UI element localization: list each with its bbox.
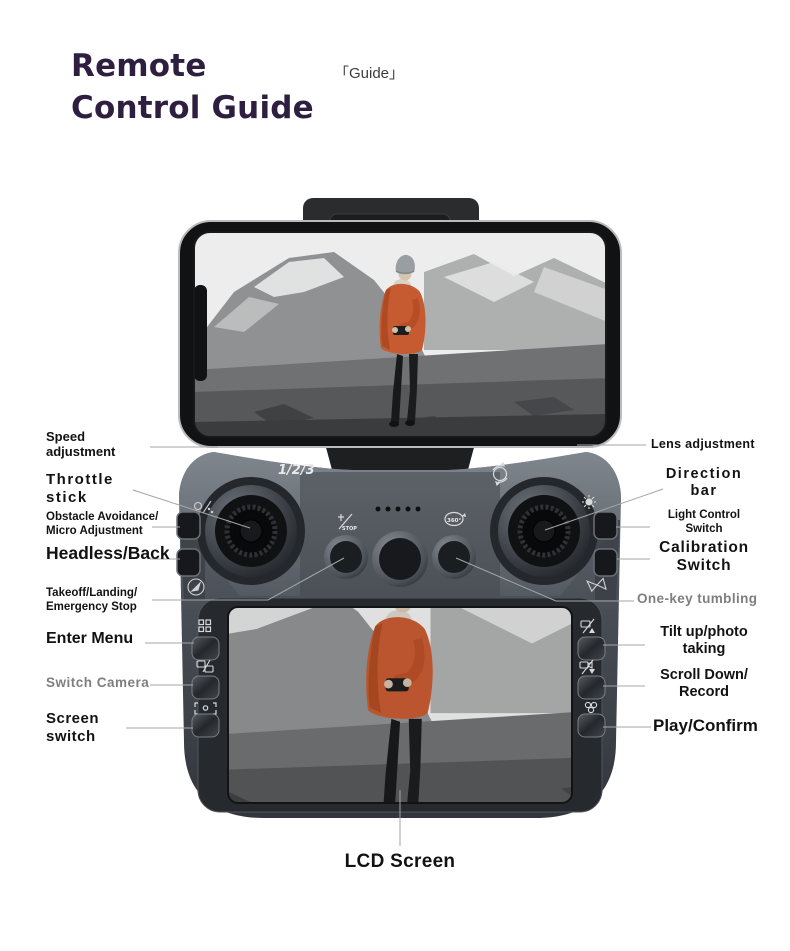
lcd-screen [228, 607, 572, 803]
label-takeoff-landing: Takeoff/Landing/ Emergency Stop [46, 587, 138, 613]
phone-mockup [178, 220, 622, 448]
label-direction-bar: Direction bar [665, 466, 743, 500]
obstacle-avoidance-icon [193, 500, 214, 514]
label-enter-menu: Enter Menu [46, 630, 134, 647]
svg-text:360°: 360° [447, 518, 461, 524]
label-calibration: Calibration Switch [659, 539, 749, 575]
svg-text:STOP: STOP [342, 526, 357, 532]
switch-camera-icon [196, 659, 214, 673]
phone-screen-photo [194, 232, 606, 437]
enter-menu-button[interactable] [191, 636, 220, 661]
tilt-up-button[interactable] [577, 636, 606, 661]
label-one-key-tumbling: One-key tumbling [637, 591, 758, 606]
compass-headless-icon [187, 578, 205, 596]
screen-switch-button[interactable] [191, 713, 220, 738]
throttle-stick-control[interactable] [197, 477, 305, 585]
screen-switch-icon [194, 702, 217, 715]
label-lcd-screen: LCD Screen [344, 851, 456, 872]
label-throttle-stick: Throttle stick [46, 471, 114, 506]
takeoff-landing-button[interactable] [324, 535, 368, 579]
mode-marking: 1/2/3 [278, 463, 315, 478]
led-indicators [375, 506, 421, 512]
label-speed-adjustment: Speed adjustment [46, 429, 116, 460]
label-tilt-up-photo: Tilt up/photo taking [660, 624, 748, 658]
obstacle-avoidance-button[interactable] [176, 511, 201, 540]
tumbling-butterfly-icon [586, 577, 607, 593]
light-sun-icon [582, 495, 596, 509]
label-switch-camera: Switch Camera [46, 675, 150, 690]
label-scroll-down-record: Scroll Down/ Record [660, 667, 748, 701]
flip-360-icon: 360° [444, 511, 466, 527]
tilt-up-camera-icon [580, 618, 595, 634]
record-camera-icon [579, 659, 595, 675]
power-button[interactable] [372, 531, 428, 587]
play-confirm-button[interactable] [577, 713, 606, 738]
flip-360-button[interactable] [432, 535, 476, 579]
leader-lines [126, 444, 664, 846]
headless-back-button[interactable] [176, 548, 201, 577]
light-control-button[interactable] [593, 511, 618, 540]
takeoff-stop-icon: STOP [338, 513, 357, 532]
menu-grid-icon [198, 619, 212, 633]
label-headless-back: Headless/Back [46, 543, 170, 563]
label-screen-switch: Screen switch [46, 710, 100, 745]
calibration-button[interactable] [593, 548, 618, 577]
label-light-control: Light Control Switch [667, 509, 741, 535]
play-reel-icon [584, 701, 598, 714]
guide-tag: 「Guide」 [334, 65, 405, 82]
direction-bar-control[interactable] [490, 477, 598, 585]
switch-camera-button[interactable] [191, 675, 220, 700]
page-title: Remote Control Guide [71, 48, 314, 126]
label-lens-adjustment: Lens adjustment [651, 437, 755, 451]
label-obstacle-avoidance: Obstacle Avoidance/ Micro Adjustment [46, 511, 159, 537]
lens-adjustment-icon [492, 461, 508, 487]
scroll-down-button[interactable] [577, 675, 606, 700]
label-play-confirm: Play/Confirm [653, 716, 758, 735]
